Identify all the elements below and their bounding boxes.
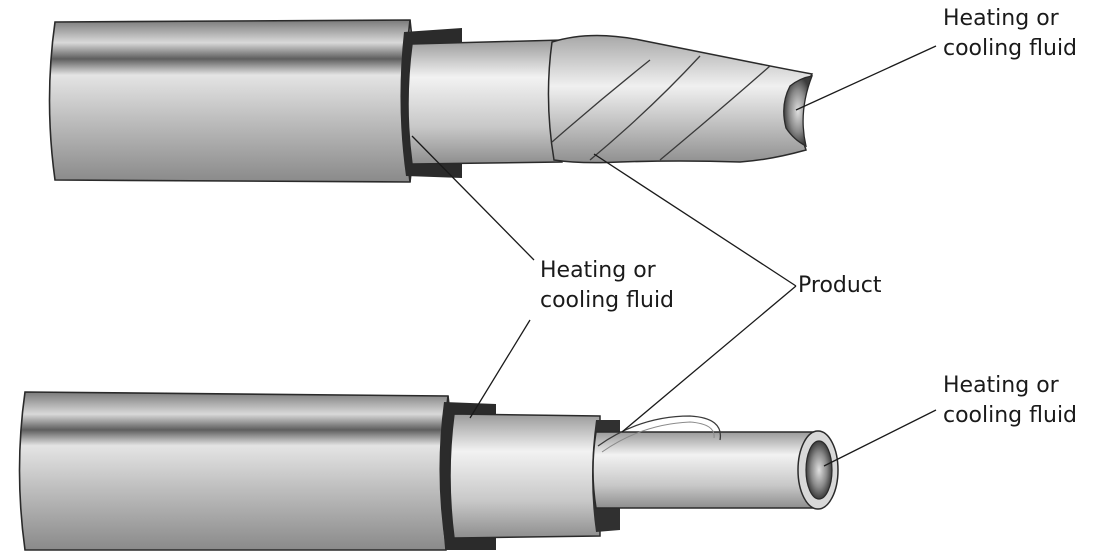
leader-middle-down [469,319,531,419]
leader-product-down [621,285,797,433]
top-assembly [48,19,814,183]
label-line: cooling fluid [943,403,1078,428]
label-bottom-right-fluid: Heating or cooling fluid [943,371,1077,431]
top-end-opening [783,75,814,148]
top-inner-tube [407,39,563,165]
label-line: Heating or [540,258,656,283]
label-middle-fluid: Heating or cooling fluid [540,256,674,316]
label-line: Product [798,273,882,298]
bottom-product-wire-inner [601,421,715,453]
bottom-end-opening [805,440,833,500]
bottom-inner-tube [592,431,821,509]
label-line: cooling fluid [540,288,675,313]
top-outer-jacket [48,19,416,183]
top-twisted-product [547,34,814,164]
label-top-right-fluid: Heating or cooling fluid [943,4,1077,64]
bottom-middle-tube [449,413,601,539]
leader-lines [411,45,937,467]
top-flute-3 [659,65,771,161]
label-line: Heating or [943,6,1059,31]
label-product: Product [798,271,882,301]
bottom-product-wire [597,415,722,447]
label-line: Heating or [943,373,1059,398]
leader-middle-up [411,135,535,261]
top-flute-2 [589,55,701,161]
top-flute-1 [551,59,651,143]
leader-bottom-right [823,409,937,467]
leader-top-right [795,45,937,111]
bottom-outer-jacket [18,391,454,551]
bottom-assembly [18,391,839,551]
leader-product-up [593,153,797,287]
label-line: cooling fluid [943,36,1078,61]
